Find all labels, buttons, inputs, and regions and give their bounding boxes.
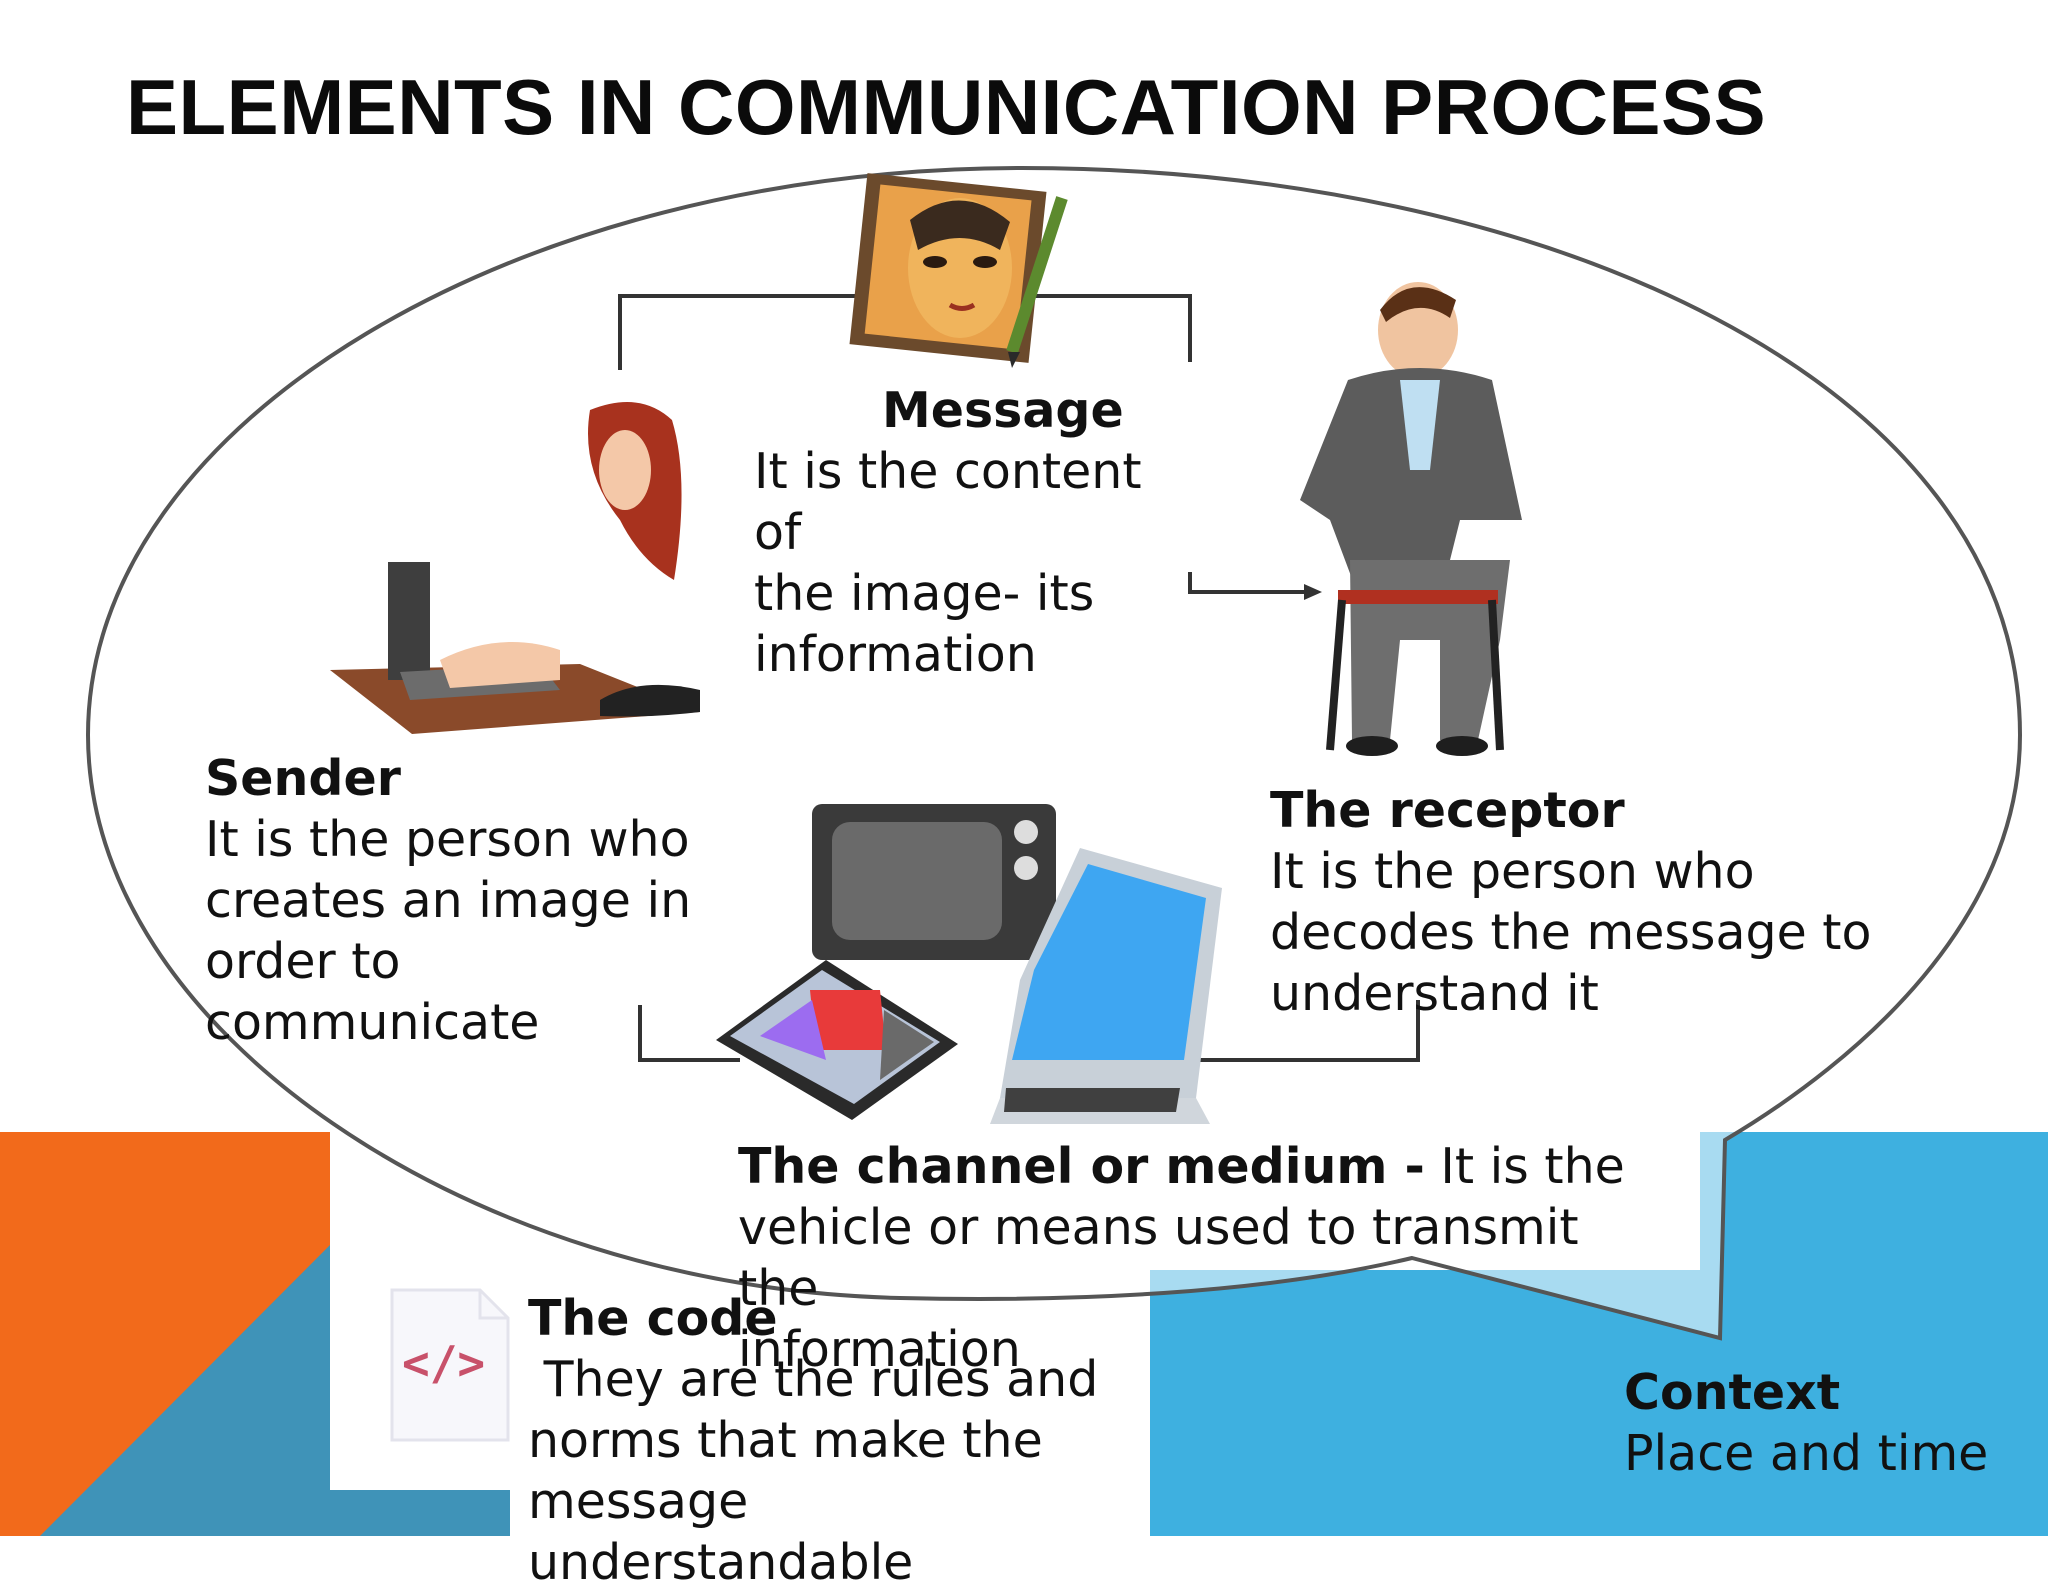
channel-line-2: vehicle or means used to transmit the: [738, 1199, 1579, 1317]
teal-corner-triangle: [40, 1245, 330, 1536]
teal-bottom-strip: [330, 1490, 510, 1536]
code-line-1: They are the rules and: [528, 1351, 1099, 1408]
receptor-illustration: [1300, 282, 1522, 756]
receptor-block: The receptor It is the person who decode…: [1270, 780, 1890, 1024]
message-heading: Message: [882, 382, 1124, 439]
sender-line-3: order to communicate: [205, 933, 540, 1051]
loop-line-bottom-right: [1195, 1000, 1420, 1062]
receptor-line-2: decodes the message to: [1270, 904, 1872, 961]
channel-block: The channel or medium - It is the vehicl…: [738, 1136, 1638, 1380]
blue-right-block: [1700, 1132, 2048, 1536]
channel-heading: The channel or medium -: [738, 1138, 1425, 1195]
receptor-line-1: It is the person who: [1270, 843, 1755, 900]
code-heading: The code: [528, 1290, 778, 1347]
sender-heading: Sender: [205, 750, 401, 807]
code-glyph: </>: [402, 1336, 486, 1390]
loop-line-bottom: [638, 1005, 740, 1062]
receptor-line-3: understand it: [1270, 965, 1599, 1022]
page-title: ELEMENTS IN COMMUNICATION PROCESS: [126, 63, 1767, 151]
message-line-1: It is the content of: [754, 443, 1142, 561]
sender-illustration: [330, 402, 700, 734]
code-line-2: norms that make the: [528, 1412, 1043, 1469]
arrowhead: [1304, 584, 1322, 600]
message-line-3: information: [754, 626, 1037, 683]
context-speech-bubble: [85, 165, 2023, 1341]
channel-line-1: It is the: [1424, 1138, 1625, 1195]
message-block: Message It is the content of the image- …: [754, 380, 1194, 685]
code-block: The code They are the rules and norms th…: [528, 1288, 1148, 1593]
sender-line-1: It is the person who: [205, 811, 690, 868]
channel-line-3: information: [738, 1321, 1021, 1378]
context-heading: Context: [1624, 1364, 1841, 1421]
context-line-1: Place and time: [1624, 1425, 1989, 1482]
code-line-3: message understandable: [528, 1473, 914, 1591]
channel-illustration: [716, 804, 1222, 1124]
receptor-heading: The receptor: [1270, 782, 1625, 839]
sender-line-2: creates an image in: [205, 872, 692, 929]
loop-arrow-to-receptor: [1188, 572, 1308, 594]
code-document-icon: [390, 1288, 510, 1442]
sender-block: Sender It is the person who creates an i…: [205, 748, 725, 1053]
context-block: Context Place and time: [1624, 1362, 2024, 1484]
message-painting-icon: [849, 173, 1068, 368]
diagram-canvas: [0, 165, 2048, 1536]
message-line-2: the image- its: [754, 565, 1095, 622]
